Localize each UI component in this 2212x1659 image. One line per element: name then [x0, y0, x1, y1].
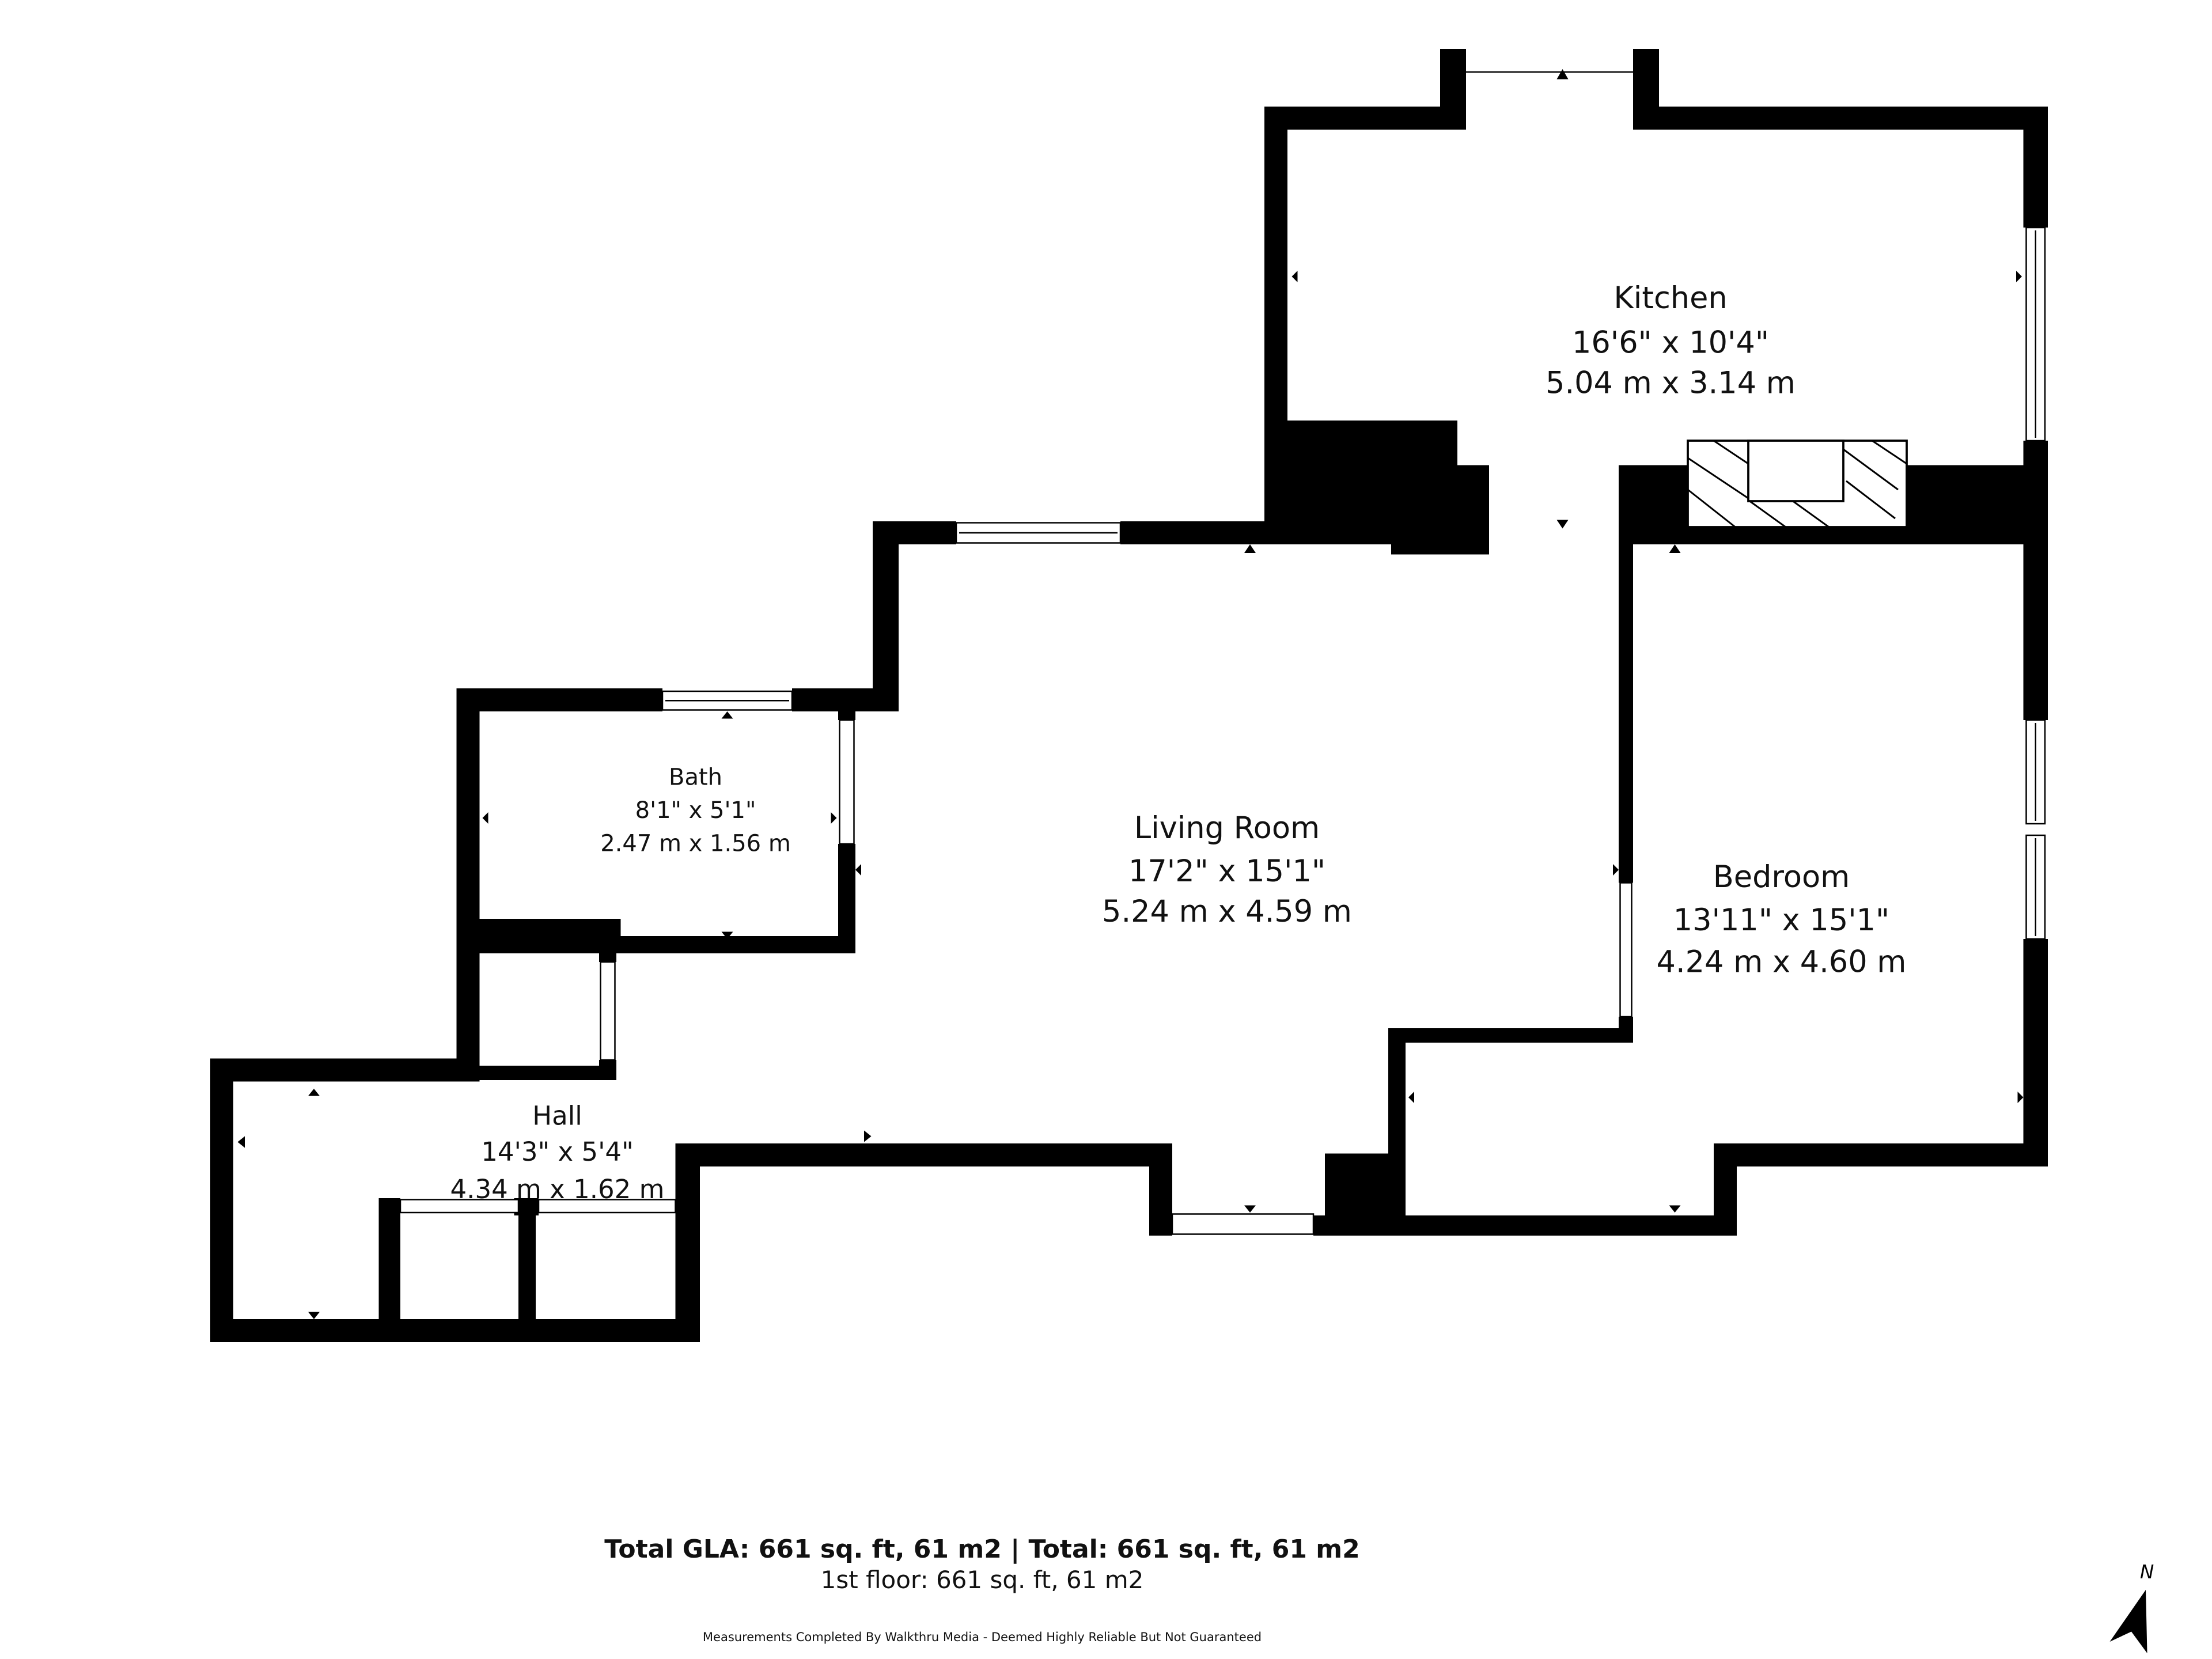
room-hall: Hall 14'3" x 5'4" 4.34 m x 1.62 m — [450, 1101, 665, 1205]
walls — [210, 49, 2048, 1342]
bath-metric: 2.47 m x 1.56 m — [600, 831, 791, 857]
bedroom-metric: 4.24 m x 4.60 m — [1657, 945, 1907, 980]
total-gla: Total GLA: 661 sq. ft, 61 m2 | Total: 66… — [604, 1535, 1360, 1564]
room-living-room: Living Room 17'2" x 15'1" 5.24 m x 4.59 … — [1102, 810, 1352, 929]
bedroom-imperial: 13'11" x 15'1" — [1673, 903, 1889, 938]
room-kitchen: Kitchen 16'6" x 10'4" 5.04 m x 3.14 m — [1546, 281, 1796, 401]
kitchen-metric: 5.04 m x 3.14 m — [1546, 366, 1796, 401]
disclaimer: Measurements Completed By Walkthru Media… — [702, 1630, 1262, 1644]
openings — [399, 71, 2046, 1235]
kitchen-name: Kitchen — [1613, 281, 1727, 316]
floor-area: 1st floor: 661 sq. ft, 61 m2 — [820, 1566, 1144, 1594]
living-room-name: Living Room — [1134, 810, 1320, 846]
living-room-imperial: 17'2" x 15'1" — [1128, 854, 1325, 889]
room-bedroom: Bedroom 13'11" x 15'1" 4.24 m x 4.60 m — [1657, 859, 1907, 980]
bath-name: Bath — [669, 764, 722, 791]
living-room-metric: 5.24 m x 4.59 m — [1102, 894, 1352, 929]
dimension-markers — [237, 69, 2024, 1319]
north-arrow-icon: N — [2109, 1561, 2154, 1653]
hall-imperial: 14'3" x 5'4" — [481, 1137, 634, 1167]
hall-metric: 4.34 m x 1.62 m — [450, 1174, 665, 1205]
kitchen-imperial: 16'6" x 10'4" — [1572, 325, 1769, 361]
compass-label: N — [2140, 1561, 2154, 1583]
room-bath: Bath 8'1" x 5'1" 2.47 m x 1.56 m — [600, 764, 791, 857]
hall-name: Hall — [532, 1101, 582, 1131]
bedroom-name: Bedroom — [1713, 859, 1850, 895]
fireplace — [1687, 440, 1908, 528]
bath-imperial: 8'1" x 5'1" — [635, 797, 756, 824]
